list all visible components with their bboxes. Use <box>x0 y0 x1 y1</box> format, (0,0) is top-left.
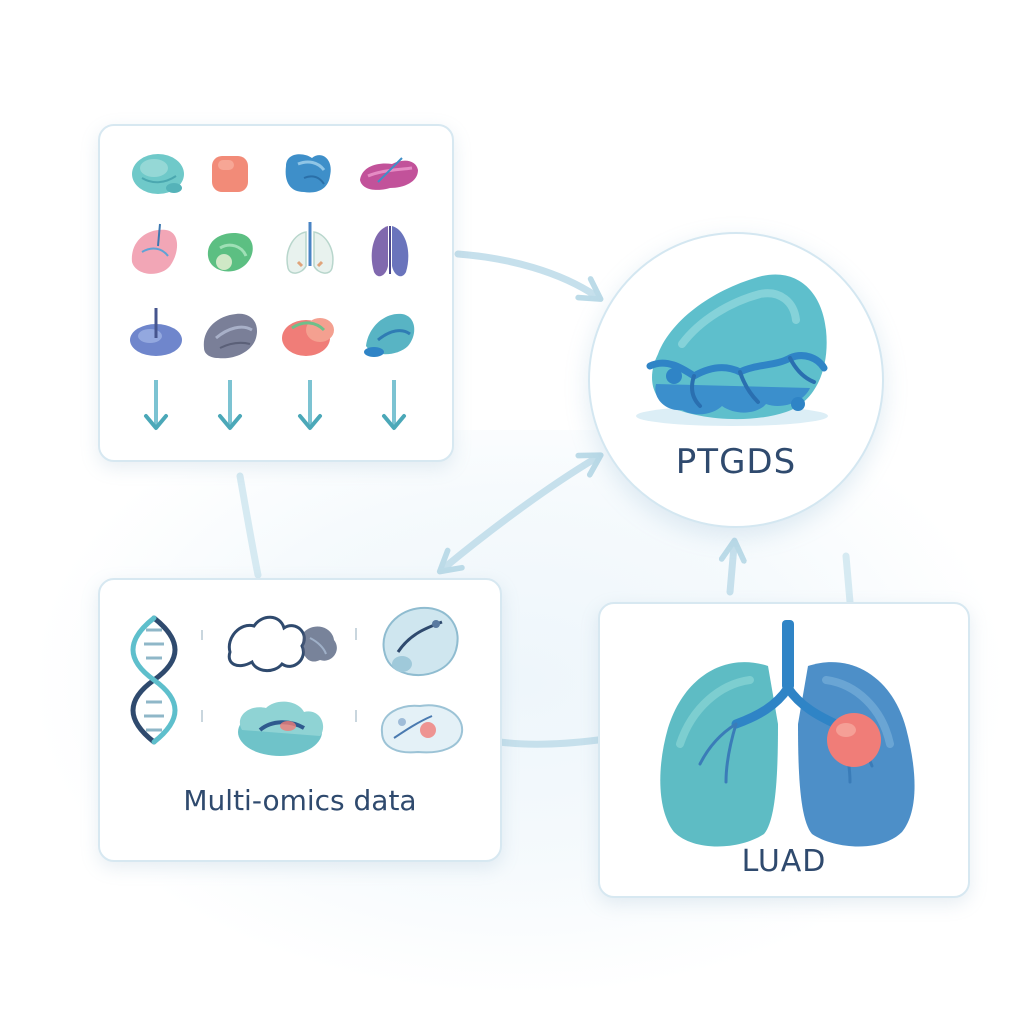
colon-icon <box>203 313 258 359</box>
ptgds-node: PTGDS <box>588 232 884 528</box>
lungs-with-tumor-icon <box>660 620 915 847</box>
protein-icon <box>382 606 459 676</box>
connector-luad-to-ptgds <box>718 537 747 596</box>
spleen-icon <box>207 232 253 272</box>
liver-icon <box>131 223 178 274</box>
connector-omics-to-luad <box>496 736 602 748</box>
stomach-icon <box>364 313 415 357</box>
luad-label: LUAD <box>741 844 827 879</box>
tissue-cell-icon <box>380 704 464 754</box>
down-arrow-icon <box>218 380 242 430</box>
omics-panel: Multi-omics data <box>98 578 502 862</box>
connector-luad-side <box>842 552 854 606</box>
transcript-network-icon <box>227 615 337 672</box>
luad-panel: LUAD <box>598 602 970 898</box>
down-arrow-icon <box>382 380 406 430</box>
lungs-icon <box>286 222 334 274</box>
down-arrow-icon <box>144 380 168 430</box>
down-arrow-icon <box>298 380 322 430</box>
prostate-icon <box>371 226 409 277</box>
ptgds-label: PTGDS <box>675 442 797 482</box>
ptgds-protein-icon <box>636 274 828 426</box>
uterus-icon <box>130 308 182 356</box>
bladder-icon <box>212 156 248 192</box>
omics-label: Multi-omics data <box>183 784 417 817</box>
tissue-panel <box>98 124 454 462</box>
separator-dots <box>201 628 357 722</box>
kidney-icon <box>285 154 331 193</box>
breast-icon <box>282 318 334 356</box>
brain-icon <box>132 154 184 194</box>
connector-tissue-to-ptgds <box>454 250 604 302</box>
cell-icon <box>238 701 324 756</box>
connector-tissue-to-omics <box>236 472 262 579</box>
pancreas-icon <box>360 157 418 190</box>
connector-omics-ptgds-bidirectional <box>436 452 604 575</box>
dna-helix-icon <box>130 615 178 745</box>
